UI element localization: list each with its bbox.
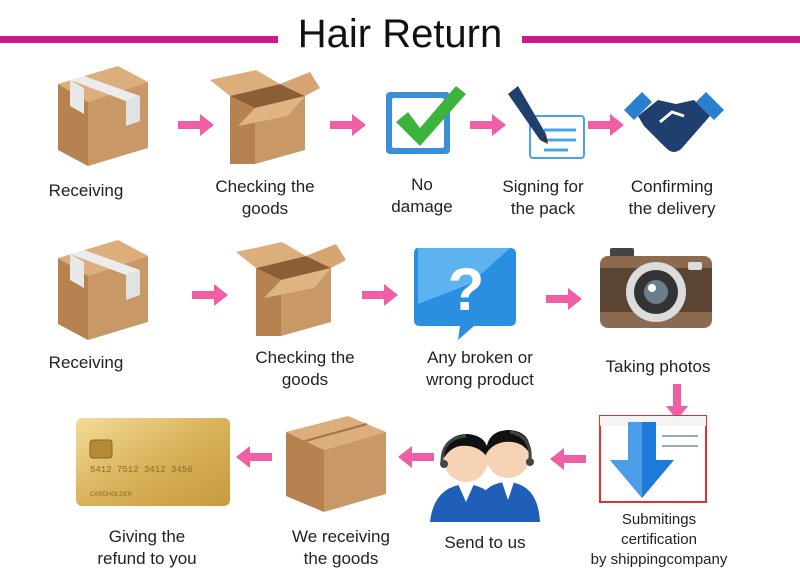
closed-box-icon bbox=[286, 416, 386, 512]
pen-sign-icon bbox=[508, 86, 585, 159]
handshake-icon bbox=[624, 92, 724, 152]
download-document-icon bbox=[599, 415, 707, 503]
credit-card-icon: 5412 7512 3412 3456 CARDHOLDER bbox=[76, 418, 230, 506]
flow-arrow-left bbox=[236, 446, 272, 468]
open-box-icon bbox=[236, 242, 346, 336]
flow-arrow-right bbox=[546, 288, 582, 310]
taped-box-icon bbox=[58, 66, 148, 166]
taped-box-icon bbox=[58, 240, 148, 340]
step-label-send: Send to us bbox=[444, 533, 526, 552]
step-label-receiving: Receiving bbox=[48, 353, 124, 372]
header-bar-right bbox=[522, 36, 800, 43]
flow-arrow-right bbox=[470, 114, 506, 136]
flow-arrow-right bbox=[192, 284, 228, 306]
question-bubble-icon: ? bbox=[414, 248, 516, 340]
step-label-photos: Taking photos bbox=[605, 357, 711, 376]
support-agents-icon bbox=[430, 430, 540, 522]
flow-arrow-right bbox=[588, 114, 624, 136]
open-box-icon bbox=[210, 70, 320, 164]
flow-arrow-left bbox=[398, 446, 434, 468]
header-bar-left bbox=[0, 36, 278, 43]
flow-arrow-right bbox=[330, 114, 366, 136]
flow-arrow-right bbox=[178, 114, 214, 136]
checkmark-icon bbox=[386, 86, 466, 154]
card-number: 5412 7512 3412 3456 bbox=[90, 465, 193, 475]
card-holder: CARDHOLDER bbox=[90, 492, 133, 498]
page-title: Hair Return bbox=[297, 12, 503, 56]
flow-arrow-down bbox=[666, 384, 688, 420]
camera-icon bbox=[600, 248, 712, 328]
step-label-receiving: Receiving bbox=[48, 181, 124, 200]
flow-arrow-left bbox=[550, 448, 586, 470]
svg-text:?: ? bbox=[448, 256, 485, 323]
flow-arrow-right bbox=[362, 284, 398, 306]
